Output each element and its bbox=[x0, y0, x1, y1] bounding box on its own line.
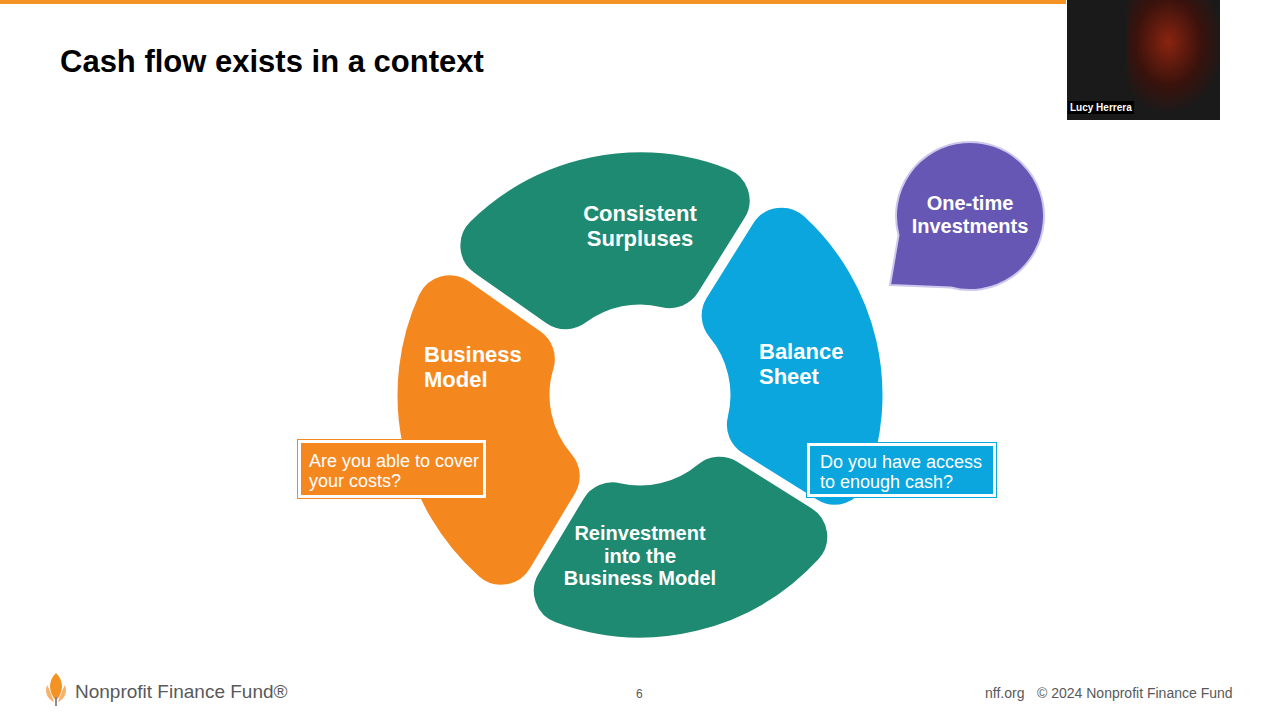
page-number: 6 bbox=[636, 687, 643, 701]
speech-bubble: One-time Investments bbox=[888, 140, 1050, 292]
callout-box: Do you have access to enough cash? bbox=[807, 443, 996, 497]
segment-fill bbox=[531, 454, 829, 640]
node-text: Consistent Surpluses bbox=[565, 202, 715, 252]
website: nff.org bbox=[985, 685, 1024, 701]
top-bar bbox=[0, 0, 1066, 4]
video-glow bbox=[1127, 0, 1219, 120]
cycle-segment: Reinvestment into the Business Model bbox=[395, 150, 885, 640]
node-text: Reinvestment into the Business Model bbox=[563, 522, 717, 590]
node-text: Are you able to cover your costs? bbox=[309, 451, 484, 491]
copyright: © 2024 Nonprofit Finance Fund bbox=[1037, 685, 1233, 701]
node-text: Do you have access to enough cash? bbox=[820, 452, 995, 492]
callout-box: Are you able to cover your costs? bbox=[298, 440, 486, 498]
logo-text: Nonprofit Finance Fund® bbox=[75, 681, 288, 703]
video-tile: Lucy Herrera bbox=[1067, 0, 1220, 120]
logo-mark bbox=[46, 673, 66, 706]
slide-title: Cash flow exists in a context bbox=[60, 44, 484, 80]
bubble-fill bbox=[890, 142, 1044, 290]
participant-name: Lucy Herrera bbox=[1068, 101, 1134, 114]
node-text: Business Model bbox=[424, 343, 554, 393]
node-text: One-time Investments bbox=[900, 192, 1040, 237]
node-text: Balance Sheet bbox=[759, 340, 869, 390]
